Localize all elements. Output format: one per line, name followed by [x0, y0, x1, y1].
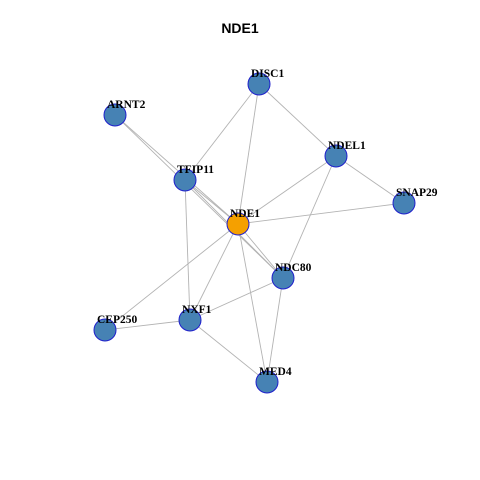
node-label-ndel1: NDEL1	[328, 140, 366, 152]
edge-nde1-cep250	[104, 223, 239, 331]
node-ndc80[interactable]	[271, 266, 295, 290]
edge-ndel1-snap29	[335, 155, 405, 204]
edge-nde1-nxf1	[189, 223, 239, 321]
node-label-cep250: CEP250	[97, 314, 138, 326]
edge-tfip11-nxf1	[184, 179, 191, 321]
node-label-arnt2: ARNT2	[107, 99, 146, 111]
node-label-nxf1: NXF1	[182, 304, 212, 316]
edge-disc1-ndel1	[258, 83, 337, 157]
edge-arnt2-ndc80	[114, 114, 284, 279]
node-label-ndc80: NDC80	[275, 262, 312, 274]
node-arnt2[interactable]	[103, 103, 127, 127]
nodes-layer	[93, 72, 416, 394]
graph-title: NDE1	[221, 20, 259, 36]
edges-layer	[104, 83, 405, 383]
node-ndel1[interactable]	[324, 144, 348, 168]
edge-ndc80-nxf1	[189, 277, 284, 321]
edge-nxf1-med4	[189, 319, 268, 383]
node-label-disc1: DISC1	[251, 68, 284, 80]
node-label-nde1: NDE1	[230, 208, 260, 220]
node-tfip11[interactable]	[173, 168, 197, 192]
edge-ndc80-med4	[266, 277, 284, 383]
node-label-snap29: SNAP29	[396, 187, 438, 199]
edge-nde1-snap29	[237, 202, 405, 225]
node-snap29[interactable]	[392, 191, 416, 215]
edge-arnt2-nde1	[114, 114, 239, 225]
edge-ndel1-nde1	[237, 155, 337, 225]
edge-disc1-tfip11	[184, 83, 260, 181]
node-label-med4: MED4	[259, 366, 292, 378]
node-nde1[interactable]	[226, 212, 250, 236]
edge-disc1-nde1	[237, 83, 260, 225]
edge-nde1-med4	[237, 223, 268, 383]
edge-nde1-ndc80	[237, 223, 284, 279]
node-med4[interactable]	[255, 370, 279, 394]
edge-ndel1-ndc80	[282, 155, 337, 279]
node-cep250[interactable]	[93, 318, 117, 342]
node-disc1[interactable]	[247, 72, 271, 96]
node-label-tfip11: TFIP11	[177, 164, 214, 176]
edge-nxf1-cep250	[104, 319, 191, 331]
node-nxf1[interactable]	[178, 308, 202, 332]
